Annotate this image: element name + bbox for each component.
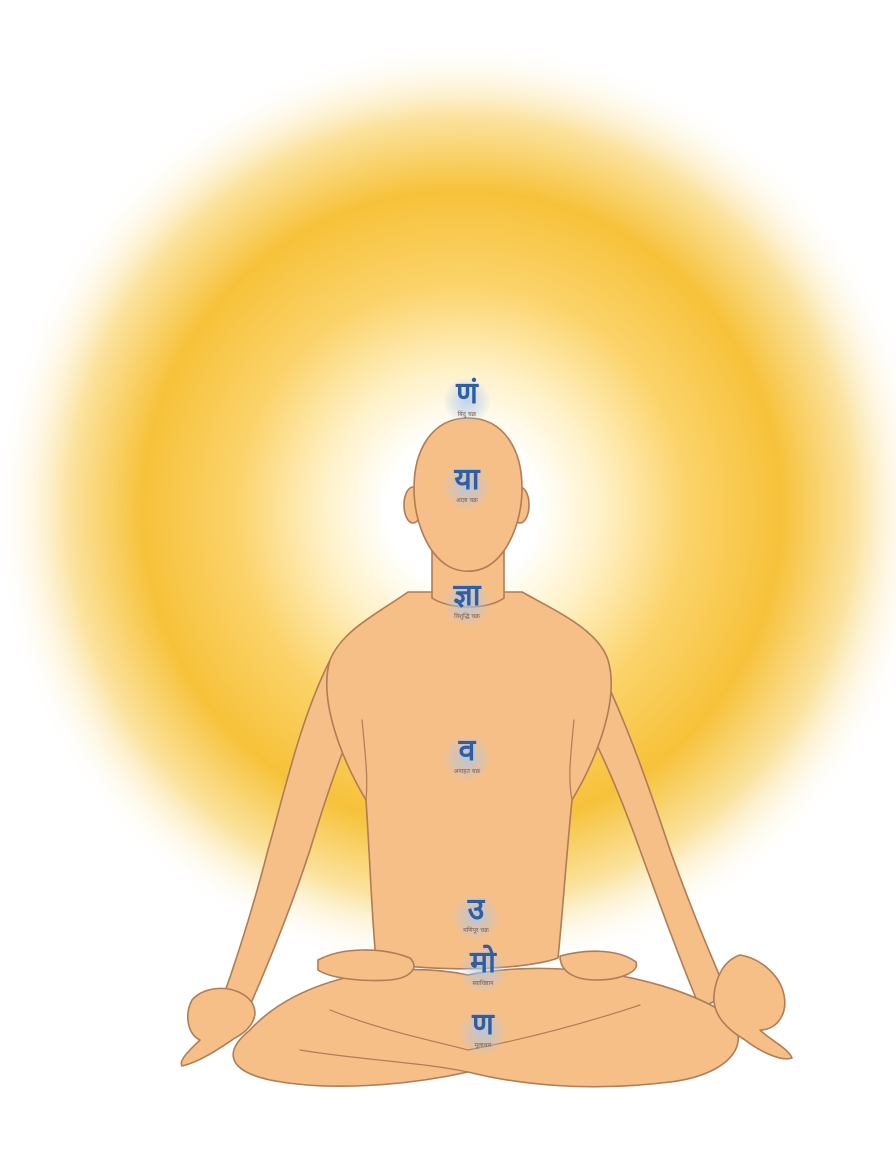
chakra-vishuddhi: ज्ञा विशुद्धि चक्र [407,578,527,621]
chakra-bindu: णं बिंदु चक्र [407,376,527,419]
left-foot [318,950,414,981]
chakra-name: विशुद्धि चक्र [407,613,527,621]
chakra-syllable: व [407,733,527,769]
chakra-syllable: ज्ञा [407,578,527,614]
chakra-syllable: णं [407,376,527,412]
chakra-muladhara: ण मूलाधार [423,1007,543,1050]
right-foot [560,951,637,980]
chakra-anahata: व अनाहत चक्र [407,733,527,776]
chakra-name: बिंदु चक्र [407,411,527,419]
chakra-syllable: मो [423,945,543,981]
chakra-name: मूलाधार [423,1042,543,1050]
chakra-name: मणिपूर चक्र [416,927,536,935]
chakra-syllable: ण [423,1007,543,1043]
chakra-ajna: या आज्ञा चक्र [407,462,527,505]
chakra-syllable: उ [416,892,536,928]
chakra-name: आज्ञा चक्र [407,497,527,505]
chakra-name: स्वाधिष्ठान [423,980,543,988]
chakra-syllable: या [407,462,527,498]
chakra-name: अनाहत चक्र [407,768,527,776]
chakra-svadhishthana: मो स्वाधिष्ठान [423,945,543,988]
chakra-manipura: उ मणिपूर चक्र [416,892,536,935]
